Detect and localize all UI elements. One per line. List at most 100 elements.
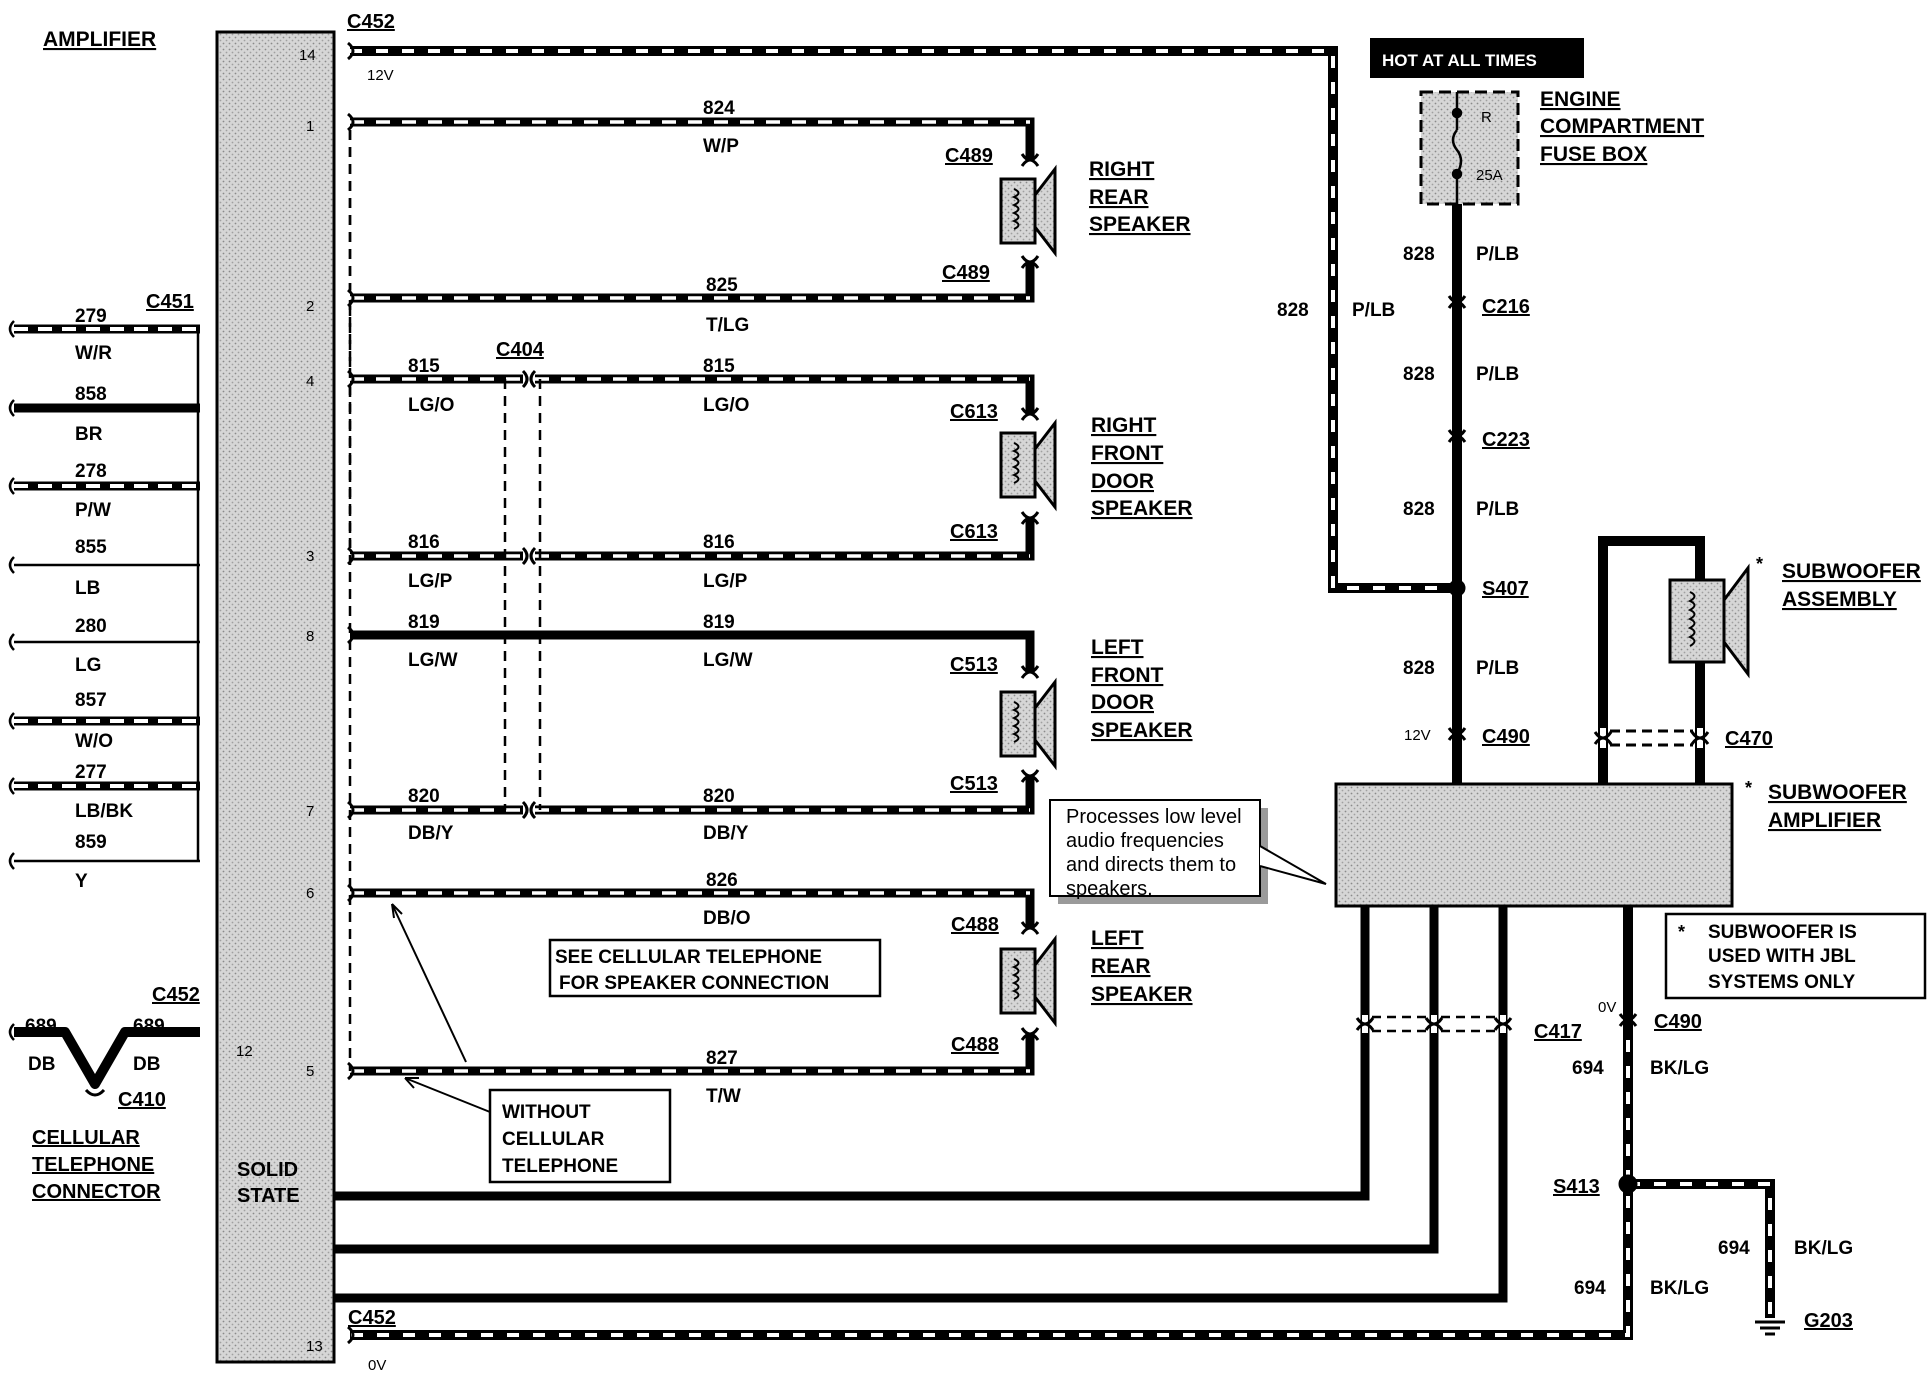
- speaker-wire-group: [347, 112, 1035, 1081]
- wire-694-a-color: BK/LG: [1650, 1058, 1709, 1079]
- wire-816-right-num: 816: [703, 532, 735, 553]
- wire-278-num: 278: [75, 461, 107, 482]
- subwoofer-amplifier-body: [1334, 782, 1734, 908]
- c488-top-label: C488: [951, 914, 999, 936]
- wire-694-a-num: 694: [1572, 1058, 1604, 1079]
- left-front-speaker-l3: DOOR: [1091, 691, 1154, 714]
- wire-694-c-num: 694: [1574, 1278, 1606, 1299]
- wire-815-left-color: LG/O: [408, 395, 454, 416]
- pin-2: 2: [306, 298, 314, 315]
- right-front-speaker-l4: SPEAKER: [1091, 497, 1193, 520]
- s413-label: S413: [1553, 1176, 1600, 1198]
- pin-7: 7: [306, 803, 314, 820]
- without-cell-l1: WITHOUT: [502, 1102, 591, 1123]
- cell-connector-label-l3: CONNECTOR: [32, 1181, 161, 1203]
- jbl-note-l3: SYSTEMS ONLY: [1708, 972, 1855, 993]
- fuse-amps-label: 25A: [1476, 167, 1503, 184]
- pin-3: 3: [306, 548, 314, 565]
- without-cell-box: [488, 1088, 672, 1184]
- subwoofer-assembly-l1: SUBWOOFER: [1782, 560, 1921, 583]
- pin14-voltage: 12V: [367, 67, 394, 84]
- wire-816-left-num: 816: [408, 532, 440, 553]
- subwoofer-assembly-star: *: [1756, 554, 1763, 574]
- c513-top-label: C513: [950, 654, 998, 676]
- pin-5: 5: [306, 1063, 314, 1080]
- cell-connector-wire: [8, 1023, 200, 1097]
- subwoofer-callout: [1049, 799, 1327, 904]
- c417-label: C417: [1534, 1021, 1582, 1043]
- subwoofer-amp-l2: AMPLIFIER: [1768, 809, 1881, 832]
- pin-6: 6: [306, 885, 314, 902]
- subwoofer-input-wires: [333, 906, 1508, 1303]
- jbl-note-star: *: [1678, 922, 1685, 942]
- pin-14: 14: [299, 47, 316, 64]
- wire-828-d-color: P/LB: [1476, 658, 1519, 679]
- wire-694-b-num: 694: [1718, 1238, 1750, 1259]
- wire-820-left-color: DB/Y: [408, 823, 454, 844]
- power-wire-828-feed: [1448, 204, 1466, 784]
- s407-splice: [1448, 579, 1466, 597]
- right-rear-speaker: [999, 152, 1057, 270]
- c490-bottom-voltage: 0V: [1598, 999, 1616, 1016]
- hot-at-all-times-bar: [1370, 38, 1584, 78]
- fuse-box-label-l3: FUSE BOX: [1540, 143, 1647, 166]
- speaker-wire-labels: 824 W/P 825 T/LG 815 LG/O 815 LG/O 816 L…: [408, 98, 753, 1107]
- wire-815-left-num: 815: [408, 356, 440, 377]
- wire-279-color: W/R: [75, 343, 112, 364]
- c613-bottom-label: C613: [950, 521, 998, 543]
- subwoofer-assembly-l2: ASSEMBLY: [1782, 588, 1897, 611]
- left-rear-speaker: [999, 920, 1057, 1042]
- amplifier-body: [215, 30, 336, 1364]
- wire-824-color: W/P: [703, 136, 739, 157]
- c488-bottom-label: C488: [951, 1034, 999, 1056]
- wire-819-left-color: LG/W: [408, 650, 458, 671]
- wire-278-color: P/W: [75, 500, 111, 521]
- wire-820-right-num: 820: [703, 786, 735, 807]
- c216-label: C216: [1482, 296, 1530, 318]
- solid-state-line1: SOLID: [237, 1159, 298, 1181]
- wire-815-right-num: 815: [703, 356, 735, 377]
- pin13-voltage: 0V: [368, 1357, 386, 1374]
- wire-279-num: 279: [75, 306, 107, 327]
- jbl-note-box: [1664, 912, 1927, 1000]
- right-front-speaker-l1: RIGHT: [1091, 414, 1157, 437]
- callout-l4: speakers.: [1066, 878, 1153, 900]
- c410-label: C410: [118, 1089, 166, 1111]
- wire-855-num: 855: [75, 537, 107, 558]
- wire-828-a-num: 828: [1403, 244, 1435, 265]
- callout-l1: Processes low level: [1066, 806, 1242, 828]
- without-cell-pointers: [391, 903, 491, 1113]
- wire-857-num: 857: [75, 690, 107, 711]
- wire-857-color: W/O: [75, 731, 113, 752]
- c451-wire-labels: 279 W/R 858 BR 278 P/W 855 LB 280 LG 857…: [75, 306, 133, 892]
- c513-bottom-label: C513: [950, 773, 998, 795]
- left-front-speaker-l2: FRONT: [1091, 664, 1163, 687]
- fuse-r-label: R: [1481, 109, 1492, 126]
- wire-689-left-num: 689: [25, 1016, 57, 1037]
- amplifier-title: AMPLIFIER: [43, 28, 156, 51]
- c613-top-label: C613: [950, 401, 998, 423]
- wire-828-direct-color: P/LB: [1352, 300, 1395, 321]
- wire-689-right-num: 689: [133, 1016, 165, 1037]
- without-cell-l2: CELLULAR: [502, 1129, 605, 1150]
- wire-694-c-color: BK/LG: [1650, 1278, 1709, 1299]
- right-front-speaker-l2: FRONT: [1091, 442, 1163, 465]
- cell-connector-label-l1: CELLULAR: [32, 1127, 140, 1149]
- jbl-note-l2: USED WITH JBL: [1708, 946, 1856, 967]
- wire-828-c-num: 828: [1403, 499, 1435, 520]
- hot-at-all-times-label: HOT AT ALL TIMES: [1382, 51, 1537, 70]
- wire-858-color: BR: [75, 424, 103, 445]
- fuse-icon: [1451, 92, 1463, 204]
- cell-note-box: [548, 938, 882, 998]
- left-rear-speaker-l1: LEFT: [1091, 927, 1144, 950]
- c490-top-label: C490: [1482, 726, 1530, 748]
- wire-826-num: 826: [706, 870, 738, 891]
- without-cell-l3: TELEPHONE: [502, 1156, 618, 1177]
- c404-label: C404: [496, 339, 545, 361]
- subwoofer-assembly: [1598, 536, 1750, 784]
- callout-l2: audio frequencies: [1066, 830, 1224, 852]
- pin-8: 8: [306, 628, 314, 645]
- wire-828-b-num: 828: [1403, 364, 1435, 385]
- left-rear-speaker-l2: REAR: [1091, 955, 1151, 978]
